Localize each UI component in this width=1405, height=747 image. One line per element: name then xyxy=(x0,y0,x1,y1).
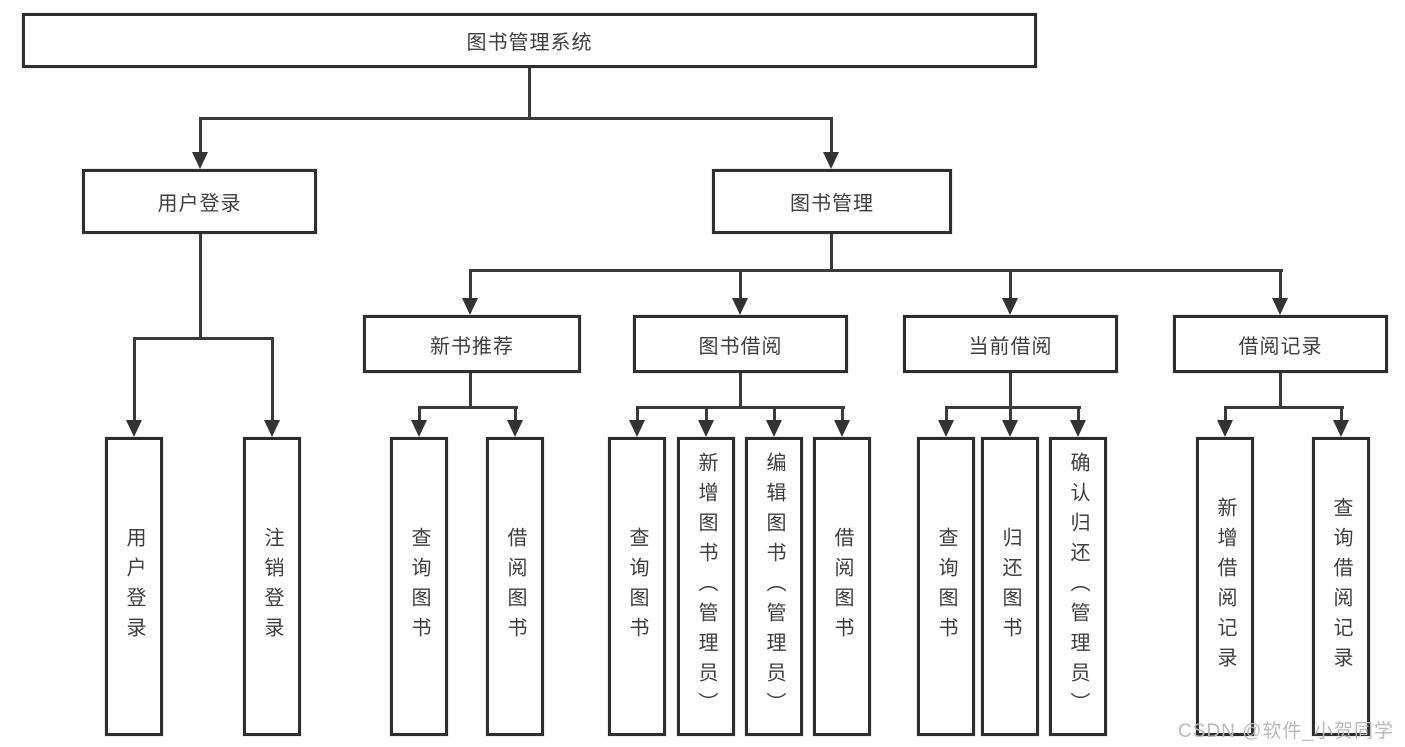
leaf-edit-books-admin: 编辑图书（管理员） xyxy=(745,437,803,736)
leaf-label: 借阅图书 xyxy=(831,526,853,647)
arrow-down-icon xyxy=(192,152,208,169)
leaf-borrow-books: 借阅图书 xyxy=(813,437,871,736)
leaf-label: 新增图书（管理员） xyxy=(695,451,717,722)
arrow-down-icon xyxy=(834,420,850,437)
leaf-confirm-return-admin: 确认归还（管理员） xyxy=(1049,437,1107,736)
leaf-label: 查询图书 xyxy=(935,526,957,647)
connector-line xyxy=(133,337,136,421)
leaf-return-books: 归还图书 xyxy=(981,437,1039,736)
connector-line xyxy=(636,406,639,422)
leaf-label: 查询图书 xyxy=(626,526,648,647)
connector-line xyxy=(469,373,472,409)
leaf-label: 查询图书 xyxy=(408,526,430,647)
connector-line xyxy=(1009,373,1012,409)
connector-line xyxy=(199,117,202,153)
arrow-down-icon xyxy=(823,152,839,169)
leaf-logout: 注销登录 xyxy=(243,437,301,736)
node-current-borrow-label: 当前借阅 xyxy=(968,335,1053,358)
connector-line xyxy=(418,406,518,409)
arrow-down-icon xyxy=(629,420,645,437)
connector-line xyxy=(739,269,742,300)
arrow-down-icon xyxy=(1070,420,1086,437)
node-book-management-label: 图书管理 xyxy=(790,193,874,215)
connector-line xyxy=(1224,406,1227,422)
leaf-add-borrow-record: 新增借阅记录 xyxy=(1196,437,1254,736)
connector-line xyxy=(1077,406,1080,422)
leaf-borrow-books: 借阅图书 xyxy=(486,437,544,736)
leaf-label: 归还图书 xyxy=(999,526,1021,647)
connector-line xyxy=(199,117,832,120)
connector-line xyxy=(1009,269,1012,300)
connector-line xyxy=(841,406,844,422)
connector-line xyxy=(133,337,274,340)
node-user-login: 用户登录 xyxy=(82,169,317,234)
connector-line xyxy=(1224,406,1344,409)
leaf-label: 确认归还（管理员） xyxy=(1067,451,1089,722)
arrow-down-icon xyxy=(126,420,142,437)
connector-line xyxy=(528,68,531,118)
leaf-add-books-admin: 新增图书（管理员） xyxy=(677,437,735,736)
arrow-down-icon xyxy=(264,420,280,437)
node-new-book-recommend-label: 新书推荐 xyxy=(430,335,514,358)
leaf-query-books: 查询图书 xyxy=(917,437,975,736)
arrow-down-icon xyxy=(698,420,714,437)
connector-line xyxy=(830,234,833,271)
leaf-label: 查询借阅记录 xyxy=(1330,496,1352,677)
leaf-query-books: 查询图书 xyxy=(390,437,448,736)
arrow-down-icon xyxy=(1272,298,1288,315)
node-borrow-record-label: 借阅记录 xyxy=(1238,335,1323,358)
connector-line xyxy=(705,406,708,422)
connector-line xyxy=(469,269,472,300)
arrow-down-icon xyxy=(1002,420,1018,437)
arrow-down-icon xyxy=(938,420,954,437)
arrow-down-icon xyxy=(411,420,427,437)
leaf-label: 注销登录 xyxy=(261,526,283,647)
connector-line xyxy=(271,337,274,421)
connector-line xyxy=(199,234,202,340)
arrow-down-icon xyxy=(1333,420,1349,437)
connector-line xyxy=(1009,406,1012,422)
node-user-login-label: 用户登录 xyxy=(157,193,242,215)
connector-line xyxy=(636,406,845,409)
connector-line xyxy=(418,406,421,422)
connector-line xyxy=(1340,406,1343,422)
leaf-label: 编辑图书（管理员） xyxy=(763,451,785,722)
connector-line xyxy=(773,406,776,422)
leaf-label: 用户登录 xyxy=(123,526,145,647)
arrow-down-icon xyxy=(1217,420,1233,437)
arrow-down-icon xyxy=(507,420,523,437)
connector-line xyxy=(469,269,1283,272)
connector-line xyxy=(830,117,833,153)
node-book-borrow: 图书借阅 xyxy=(633,315,848,373)
connector-line xyxy=(945,406,1081,409)
leaf-query-borrow-record: 查询借阅记录 xyxy=(1312,437,1370,736)
leaf-query-books: 查询图书 xyxy=(608,437,666,736)
connector-line xyxy=(739,373,742,409)
connector-line xyxy=(945,406,948,422)
watermark: CSDN @软件_小贺同学 xyxy=(1178,721,1394,742)
node-borrow-record: 借阅记录 xyxy=(1173,315,1388,373)
node-book-management: 图书管理 xyxy=(712,169,952,234)
node-root: 图书管理系统 xyxy=(22,13,1037,68)
connector-line xyxy=(1279,373,1282,409)
node-new-book-recommend: 新书推荐 xyxy=(363,315,581,373)
leaf-label: 借阅图书 xyxy=(504,526,526,647)
connector-line xyxy=(514,406,517,422)
connector-line xyxy=(1279,269,1282,300)
arrow-down-icon xyxy=(766,420,782,437)
leaf-label: 新增借阅记录 xyxy=(1214,496,1236,677)
node-book-borrow-label: 图书借阅 xyxy=(698,335,783,358)
leaf-user-login: 用户登录 xyxy=(105,437,163,736)
node-current-borrow: 当前借阅 xyxy=(903,315,1118,373)
arrow-down-icon xyxy=(732,298,748,315)
arrow-down-icon xyxy=(1002,298,1018,315)
arrow-down-icon xyxy=(462,298,478,315)
node-root-label: 图书管理系统 xyxy=(466,32,593,54)
